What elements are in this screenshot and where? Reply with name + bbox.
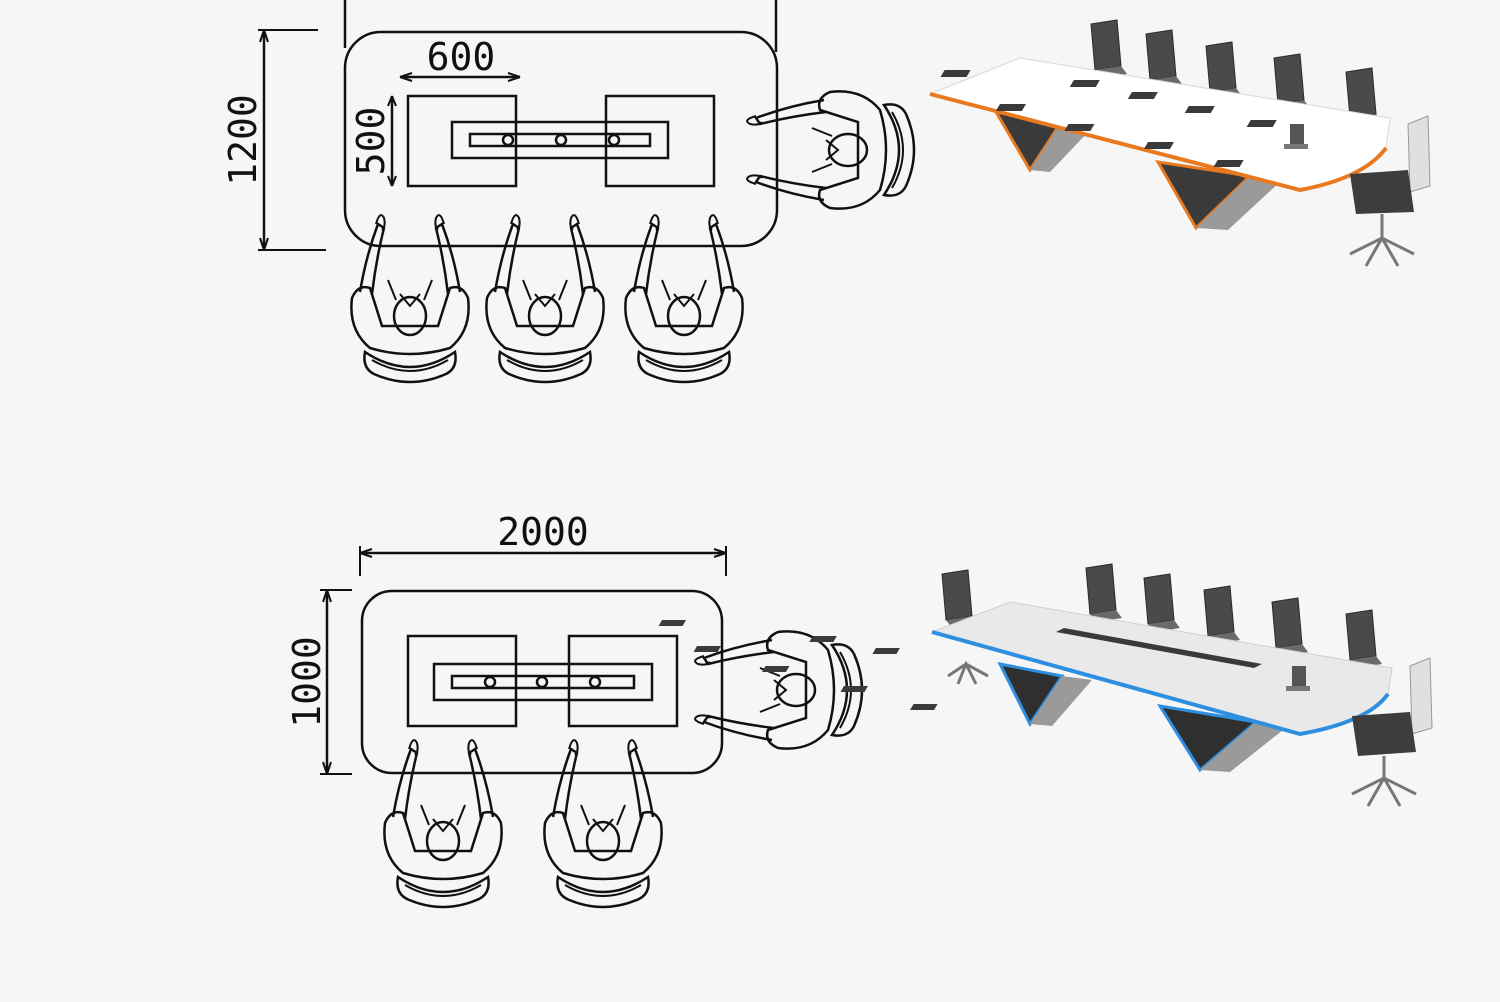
top-table-outline — [343, 30, 779, 248]
laptop-icon — [1286, 666, 1310, 691]
dimension-500: 500 — [349, 95, 397, 187]
dim-label-600: 600 — [427, 35, 496, 79]
office-chair-icon — [1271, 597, 1309, 657]
bottom-panel-left — [406, 634, 518, 728]
bottom-table-render — [658, 563, 1433, 807]
cable-tray-icon — [432, 662, 654, 702]
dim-label-1200: 1200 — [221, 94, 265, 186]
office-chair-icon — [1345, 609, 1383, 669]
top-plan-view: 1200 600 500 — [221, 0, 916, 384]
top-panel-right — [604, 94, 716, 188]
person-seated-icon — [543, 738, 663, 909]
office-chair-icon — [1085, 563, 1123, 623]
dim-label-2000: 2000 — [497, 510, 589, 554]
dim-label-500: 500 — [349, 107, 393, 176]
office-chair-icon — [1143, 573, 1181, 633]
bottom-table-outline — [360, 589, 724, 775]
top-table-render — [928, 19, 1431, 267]
person-seated-icon — [350, 213, 470, 384]
bottom-plan-view: 2000 1000 — [285, 510, 864, 909]
dimension-2000: 2000 — [359, 510, 727, 576]
person-seated-icon — [383, 738, 503, 909]
dimension-1200: 1200 — [221, 29, 326, 251]
dim-label-1000: 1000 — [285, 636, 329, 728]
person-seated-icon — [624, 213, 744, 384]
laptop-icon — [1284, 124, 1308, 149]
top-panel-left — [406, 94, 518, 188]
person-seated-icon — [745, 90, 916, 210]
bottom-panel-right — [567, 634, 679, 728]
office-chair-icon — [1351, 657, 1433, 807]
office-chair-icon — [1349, 115, 1431, 267]
cable-tray-icon — [450, 120, 670, 160]
office-chair-icon — [1203, 585, 1241, 645]
dimension-600: 600 — [399, 35, 521, 82]
office-chair-icon — [1090, 19, 1128, 79]
person-seated-icon — [485, 213, 605, 384]
person-seated-icon — [693, 630, 864, 750]
dimension-1000: 1000 — [285, 589, 352, 775]
